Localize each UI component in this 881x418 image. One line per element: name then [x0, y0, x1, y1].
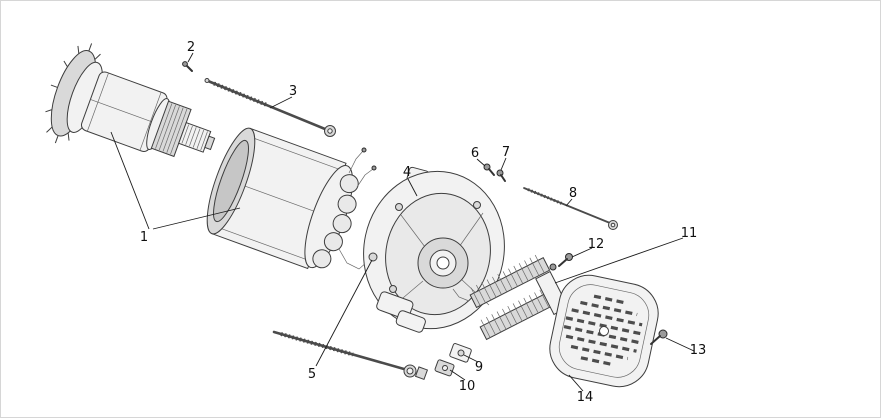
- callout-label-1: 1: [140, 230, 148, 245]
- callout-label-13: 13: [690, 343, 707, 358]
- callout-label-8: 8: [569, 186, 577, 201]
- callout-label-5: 5: [308, 367, 316, 382]
- end-bracket: [363, 166, 505, 333]
- through-bolt-5: [272, 330, 429, 381]
- callout-label-3: 3: [289, 84, 297, 99]
- callout-label-4: 4: [403, 165, 411, 180]
- bracket-part-10: [434, 359, 455, 377]
- callout-label-10: 10: [459, 379, 476, 394]
- callout-label-11: 11: [681, 226, 698, 241]
- callout-labels: 1 2 3 4 5 6 7 8 9 10 11 12 13 14: [140, 40, 706, 405]
- stator: [206, 127, 359, 270]
- callout-label-7: 7: [502, 145, 510, 160]
- screw-12: [558, 253, 573, 267]
- through-bolt-3: [204, 78, 336, 137]
- callout-label-14: 14: [577, 390, 594, 405]
- stator-lead-wires: [338, 147, 377, 270]
- callout-label-12: 12: [588, 237, 605, 252]
- screw-2: [182, 61, 193, 72]
- callout-label-6: 6: [471, 146, 479, 161]
- screw-13: [650, 329, 668, 345]
- rotor-core: [80, 71, 216, 158]
- callout-label-2: 2: [187, 40, 195, 55]
- screw-6: [483, 163, 495, 176]
- leader-lines: [110, 52, 695, 392]
- cooling-fan: [45, 43, 103, 144]
- callout-label-9: 9: [475, 360, 483, 375]
- rotor-assembly: [45, 43, 216, 158]
- screw-7: [496, 169, 506, 182]
- end-cover: [549, 274, 659, 388]
- bracket-part-9: [449, 343, 472, 363]
